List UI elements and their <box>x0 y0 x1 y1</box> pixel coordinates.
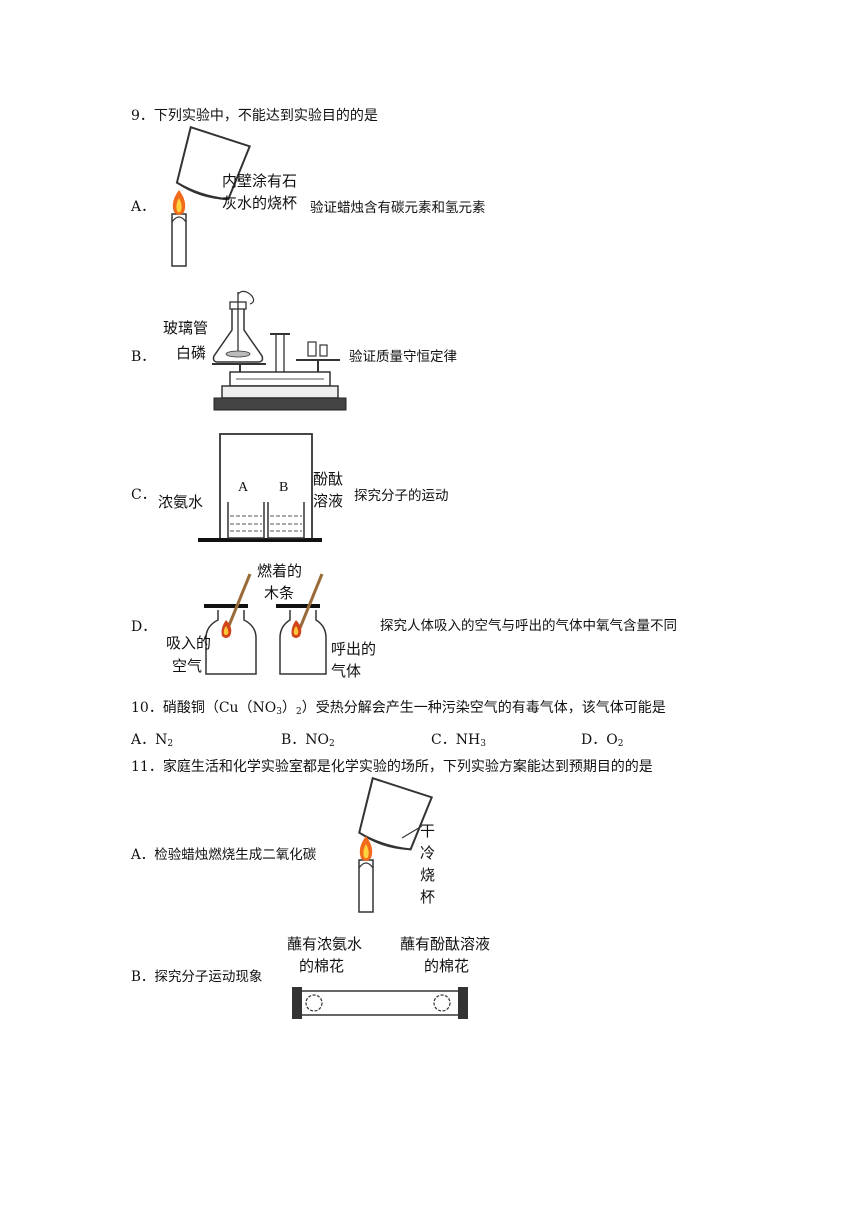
q9c-label-b: B <box>279 480 289 495</box>
q11b-label-ammonia-2: 的棉花 <box>299 957 345 975</box>
q10-stem: 10．硝酸铜（Cu（NO3）2）受热分解会产生一种污染空气的有毒气体，该气体可能… <box>131 700 666 717</box>
q11a-description: A．检验蜡烛燃烧生成二氧化碳 <box>131 847 317 863</box>
q9d-label-inhaled-2: 空气 <box>172 657 203 675</box>
q9c-description: 探究分子的运动 <box>354 488 449 504</box>
q9c-label-phenolphthalein-2: 溶液 <box>313 492 344 510</box>
q9c-label-phenolphthalein-1: 酚酞 <box>313 470 344 488</box>
q9d-description: 探究人体吸入的空气与呼出的气体中氧气含量不同 <box>380 618 677 634</box>
q9b-label-white-phosphorus: 白磷 <box>176 344 207 362</box>
q9c-molecule-motion-figure <box>198 433 322 542</box>
q9b-balance-figure <box>212 290 347 411</box>
q10-choice-b[interactable]: B．NO2 <box>281 732 335 749</box>
q11a-dry-beaker-figure <box>358 776 434 913</box>
q9-option-c-letter: C． <box>131 487 156 503</box>
q9-stem: 9．下列实验中，不能达到实验目的的是 <box>131 108 378 124</box>
q9-option-b-letter: B． <box>131 349 156 365</box>
q11b-label-phenol-2: 的棉花 <box>424 957 470 975</box>
q9-option-d-letter: D． <box>131 619 157 635</box>
q9-option-a-letter: A． <box>131 199 156 215</box>
q11b-description: B．探究分子运动现象 <box>131 969 263 985</box>
q9a-label-line1: 内壁涂有石 <box>222 172 298 190</box>
q9d-label-burning-1: 燃着的 <box>257 562 303 580</box>
q9c-label-a: A <box>238 480 249 495</box>
q10-choice-d[interactable]: D．O2 <box>581 732 624 749</box>
q9d-label-exhaled-2: 气体 <box>331 662 362 680</box>
q9a-candle-beaker-figure <box>171 125 252 267</box>
q9d-label-burning-2: 木条 <box>264 584 295 602</box>
q10-choice-a[interactable]: A．N2 <box>131 732 174 749</box>
q9b-description: 验证质量守恒定律 <box>349 349 457 365</box>
q9a-label-line2: 灰水的烧杯 <box>222 194 298 212</box>
q11-stem: 11．家庭生活和化学实验室都是化学实验的场所，下列实验方案能达到预期目的的是 <box>131 759 653 775</box>
q11a-label-dry-cold-beaker: 干 冷 烧 杯 <box>420 822 436 906</box>
q10-choice-c[interactable]: C．NH3 <box>431 732 486 749</box>
q11b-label-phenol-1: 蘸有酚酞溶液 <box>400 935 491 953</box>
q9d-breath-bottles-figure <box>204 573 327 675</box>
q9d-label-inhaled-1: 吸入的 <box>166 634 212 652</box>
q9a-description: 验证蜡烛含有碳元素和氢元素 <box>310 200 486 216</box>
q9c-label-ammonia: 浓氨水 <box>158 493 204 511</box>
q11b-label-ammonia-1: 蘸有浓氨水 <box>287 935 363 953</box>
q9b-label-glass-tube: 玻璃管 <box>163 319 209 337</box>
q11b-glass-tube-figure <box>292 987 468 1019</box>
q9d-label-exhaled-1: 呼出的 <box>331 640 377 658</box>
